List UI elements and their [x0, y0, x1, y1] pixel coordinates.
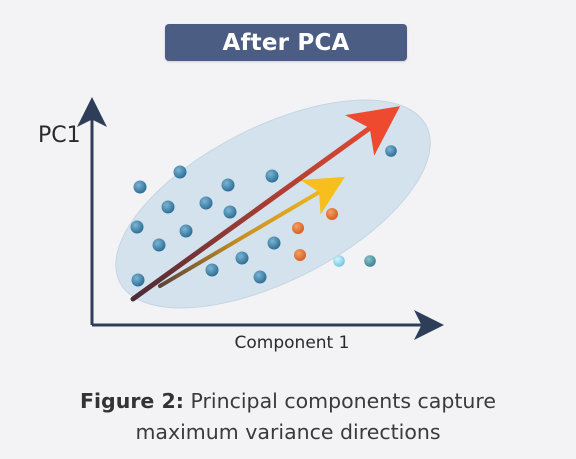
caption-text-1: Principal components capture: [190, 389, 496, 413]
data-point: [179, 224, 193, 238]
blue-point-cluster: [130, 145, 397, 287]
data-point: [173, 165, 187, 179]
teal-point: [364, 255, 376, 267]
data-point: [292, 222, 304, 234]
data-point: [223, 205, 237, 219]
data-point: [133, 180, 147, 194]
data-point: [161, 200, 175, 214]
data-point: [267, 236, 281, 250]
data-point: [294, 249, 306, 261]
data-point: [130, 220, 144, 234]
data-point: [253, 270, 267, 284]
caption-line-2: maximum variance directions: [135, 420, 441, 444]
data-point: [326, 208, 338, 220]
y-axis-label: PC1: [38, 123, 81, 148]
data-point: [199, 196, 213, 210]
principal-component-arrow: [130, 106, 401, 302]
data-point: [265, 169, 279, 183]
light-blue-point: [333, 255, 345, 267]
data-point: [235, 251, 249, 265]
variance-ellipse: [115, 99, 431, 309]
data-point: [131, 273, 145, 287]
figure-caption: Figure 2: Principal components capture m…: [0, 386, 576, 448]
data-point: [205, 263, 219, 277]
header-title: After PCA: [165, 24, 407, 61]
data-point: [152, 238, 166, 252]
data-point: [385, 145, 397, 157]
secondary-component-arrow: [158, 176, 345, 288]
x-axis-label: Component 1: [234, 333, 350, 353]
caption-line-1: Figure 2: Principal components capture: [0, 386, 576, 417]
figure-number: Figure 2:: [80, 389, 184, 413]
data-point: [221, 178, 235, 192]
